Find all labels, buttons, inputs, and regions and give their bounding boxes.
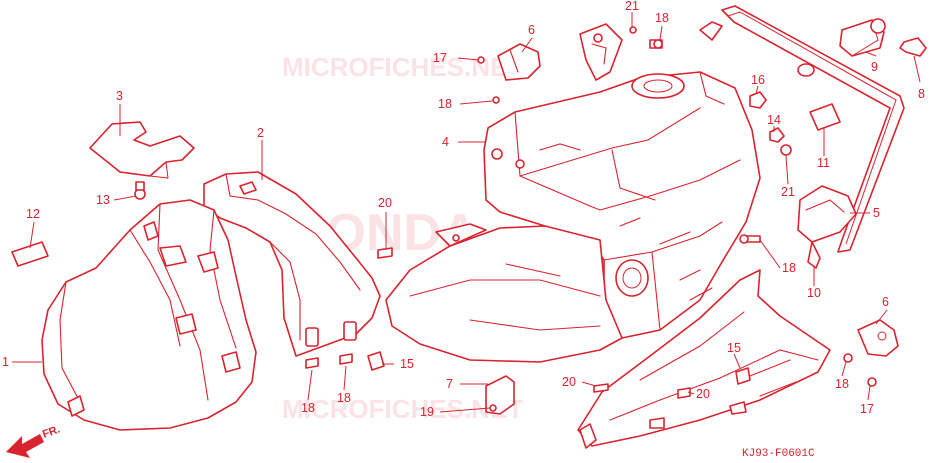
fasteners xyxy=(134,26,877,412)
callout-17-top: 17 xyxy=(433,51,447,65)
callout-20-b: 20 xyxy=(562,375,576,389)
callout-21-top: 21 xyxy=(625,0,639,13)
callout-1: 1 xyxy=(2,355,9,369)
callout-11: 11 xyxy=(817,156,830,170)
callout-6-top: 6 xyxy=(528,23,535,37)
part-2-inner-fender xyxy=(203,171,381,357)
part-1-rear-fender xyxy=(41,199,257,431)
part-3-plate xyxy=(89,121,195,179)
part-9-clip xyxy=(839,18,886,57)
leader-lines xyxy=(12,12,921,413)
callout-18-e: 18 xyxy=(337,391,351,405)
direction-label: FR. xyxy=(41,423,62,440)
callout-7: 7 xyxy=(446,377,453,391)
callout-18-a: 18 xyxy=(438,97,452,111)
callout-6-right: 6 xyxy=(882,295,889,309)
callout-3: 3 xyxy=(116,89,123,103)
callout-9: 9 xyxy=(871,60,878,74)
callout-18-d: 18 xyxy=(301,401,315,415)
callout-15-left: 15 xyxy=(400,357,414,371)
callout-17-right: 17 xyxy=(860,402,874,416)
callout-16: 16 xyxy=(751,73,765,87)
part-4-center-cover xyxy=(483,23,761,339)
callout-13: 13 xyxy=(96,193,110,207)
callout-12: 12 xyxy=(26,207,40,221)
callout-8: 8 xyxy=(918,87,925,101)
callout-20-c: 20 xyxy=(696,387,710,401)
part-floor-panel xyxy=(385,223,623,363)
part-11-label xyxy=(809,103,841,131)
watermark-top: MICROFICHES.NET xyxy=(282,52,523,82)
part-12-label xyxy=(11,241,49,267)
callout-5: 5 xyxy=(873,206,880,220)
callout-18-f: 18 xyxy=(835,377,849,391)
arrow-icon xyxy=(6,434,44,458)
diagram-code: KJ93-F0601C xyxy=(742,448,815,460)
callout-19: 19 xyxy=(420,405,434,419)
callout-4: 4 xyxy=(442,135,449,149)
part-8-clip xyxy=(899,37,927,57)
part-6-right xyxy=(857,319,899,357)
part-6-top xyxy=(497,43,541,81)
callout-10: 10 xyxy=(807,286,821,300)
callout-2: 2 xyxy=(257,126,264,140)
callout-20-a: 20 xyxy=(378,196,392,210)
front-direction-arrow: FR. xyxy=(6,423,62,458)
callout-21-mid: 21 xyxy=(781,185,795,199)
callout-18-c: 18 xyxy=(782,261,796,275)
callout-14: 14 xyxy=(767,113,781,127)
callout-15-right: 15 xyxy=(727,341,741,355)
callout-labels: 1 2 3 4 5 6 6 7 8 9 10 11 12 13 14 15 15… xyxy=(2,0,925,419)
part-5-frame xyxy=(699,5,905,269)
part-lower-undercover xyxy=(577,269,831,449)
callout-18-b: 18 xyxy=(655,11,669,25)
